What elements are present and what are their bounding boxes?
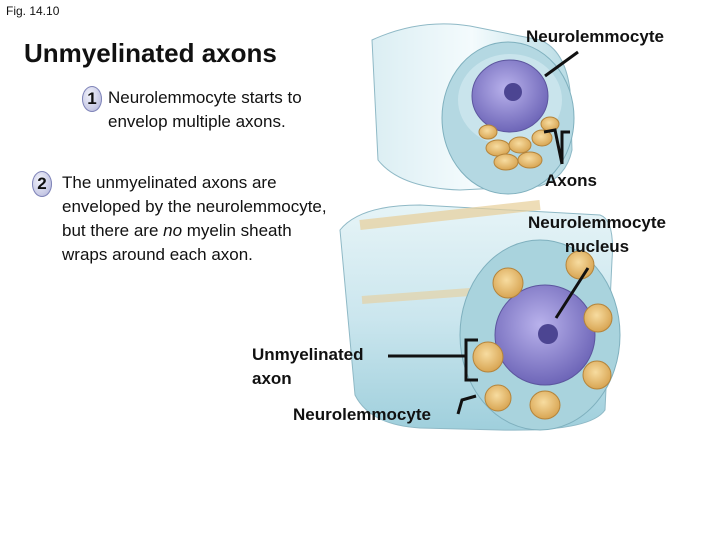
leader-nucleus [554, 267, 590, 319]
label-neurolemmocyte-nucleus: Neurolemmocyte nucleus [528, 213, 666, 256]
leader-top-neurolemmocyte [544, 50, 579, 78]
step-2-text-main: The unmyelinated axons are enveloped by … [62, 173, 327, 240]
step-1-badge: 1 [82, 86, 102, 112]
leader-axons-right [560, 130, 570, 164]
enveloped-axons [472, 250, 613, 420]
step-2-text-after: myelin sheath wraps around each axon. [62, 221, 292, 264]
axon-bundle [478, 116, 560, 171]
leader-bottom-neurolemmocyte [456, 394, 477, 415]
step1-cell-illustration [371, 23, 575, 195]
step-2-badge: 2 [32, 171, 52, 197]
leader-bracket [464, 338, 478, 382]
leader-lines [388, 50, 590, 415]
label-unmyelinated-axon: Unmyelinated axon [252, 345, 364, 388]
figure-label: Fig. 14.10 [6, 4, 60, 18]
page-title: Unmyelinated axons [24, 38, 277, 68]
step-2-text: The unmyelinated axons are enveloped by … [62, 171, 327, 267]
label-bottom-neurolemmocyte: Neurolemmocyte [293, 405, 431, 424]
leader-axons-left [543, 128, 564, 165]
label-top-neurolemmocyte: Neurolemmocyte [526, 27, 664, 46]
step-2-emphasis: no [163, 221, 183, 240]
step-1-text: Neurolemmocyte starts to envelop multipl… [108, 88, 302, 131]
label-axons: Axons [545, 171, 597, 190]
step2-cell-illustration [339, 200, 621, 431]
